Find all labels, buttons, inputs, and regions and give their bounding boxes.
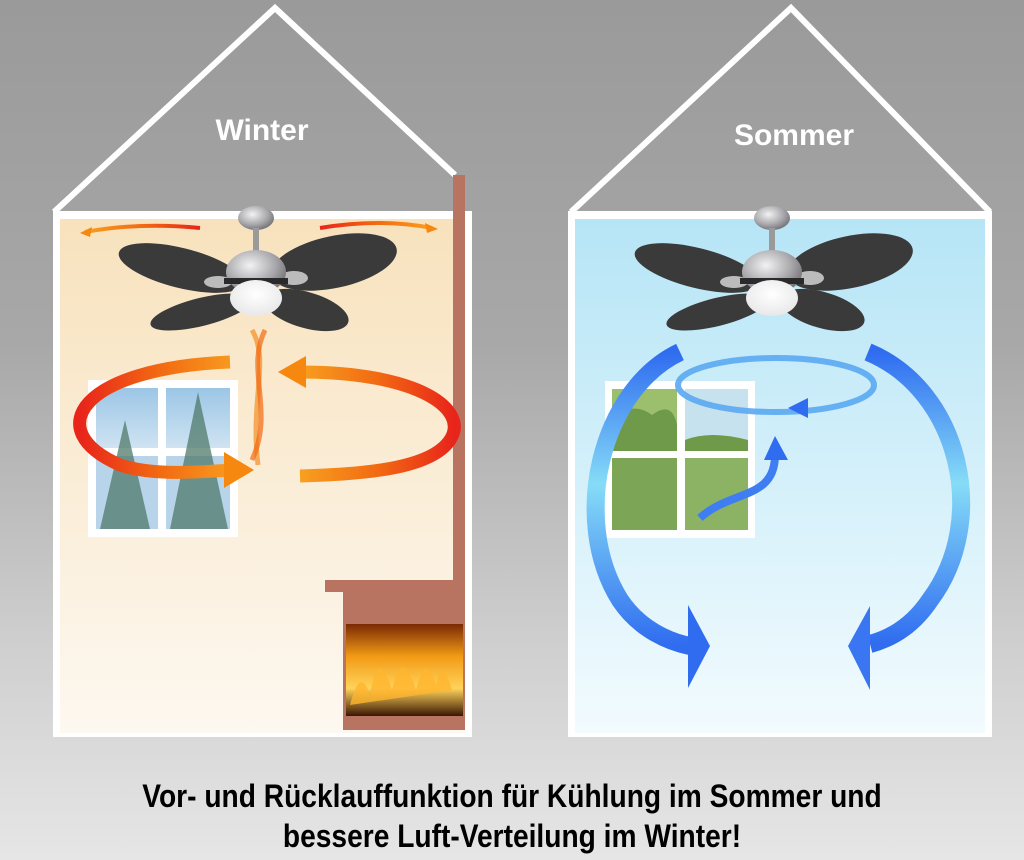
caption-line-2: bessere Luft-Verteilung im Winter! [282, 818, 742, 854]
winter-label: Winter [215, 114, 309, 147]
summer-label: Sommer [733, 119, 855, 152]
summer-house [568, 3, 993, 737]
illustration [51, 3, 993, 737]
caption-line-1: Vor- und Rücklauffunktion für Kühlung im… [142, 778, 882, 814]
winter-house [51, 3, 472, 737]
chimney [453, 175, 465, 595]
